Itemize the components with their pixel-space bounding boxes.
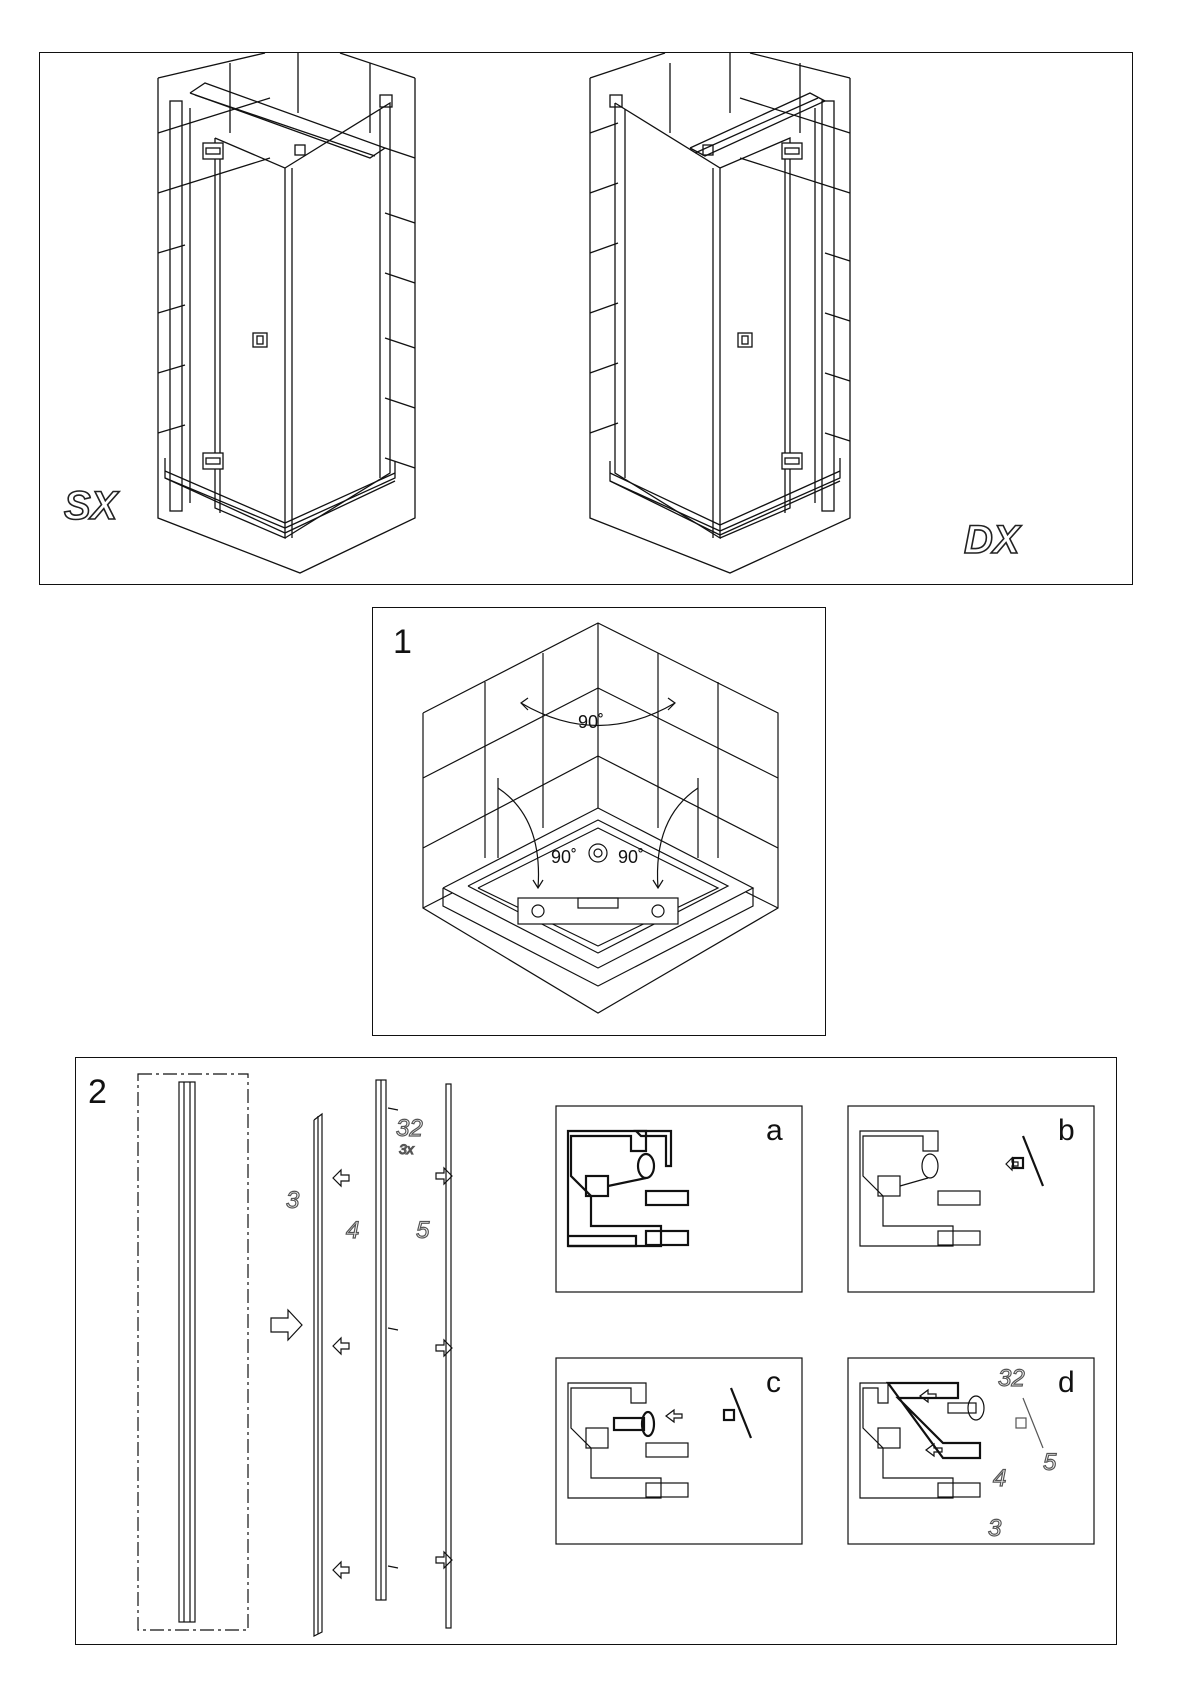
step1-panel: 1 <box>372 607 826 1036</box>
angle-label-left: 90˚ <box>551 847 577 867</box>
detail-d: d 32 4 5 3 <box>848 1358 1094 1544</box>
detail-c: c <box>556 1358 802 1544</box>
overview-panel: SX DX <box>39 52 1133 585</box>
step2-panel: 2 <box>75 1057 1117 1645</box>
part-label-4: 4 <box>346 1217 359 1244</box>
part-label-3: 3 <box>286 1187 300 1214</box>
detail-d-letter: d <box>1058 1366 1075 1399</box>
detail-a-letter: a <box>766 1114 783 1147</box>
step2-drawing: 2 <box>76 1058 1118 1646</box>
detail-d-screw-label: 32 <box>998 1365 1025 1392</box>
part-label-5: 5 <box>416 1217 430 1244</box>
screw-ref-label: 32 <box>396 1115 423 1142</box>
part-5-profile <box>446 1084 451 1628</box>
angle-label-right: 90˚ <box>618 847 644 867</box>
detail-d-part3-label: 3 <box>988 1515 1002 1542</box>
corner-walls-illustration <box>423 623 778 1013</box>
step2-number: 2 <box>88 1073 107 1111</box>
screw-qty-label: 3x <box>399 1141 415 1157</box>
detail-b: b <box>848 1106 1094 1292</box>
variant-label-dx: DX <box>964 518 1022 562</box>
variant-label-sx: SX <box>64 484 120 528</box>
detail-d-part5-label: 5 <box>1043 1449 1057 1476</box>
step1-drawing: 1 <box>373 608 827 1037</box>
detail-c-letter: c <box>766 1366 781 1399</box>
detail-a: a <box>556 1106 802 1292</box>
sx-enclosure-illustration <box>158 53 415 573</box>
dx-enclosure-illustration <box>590 53 850 573</box>
part-3-profile <box>314 1114 322 1636</box>
profile-assembly-illustration <box>138 1074 452 1636</box>
overview-drawing: SX DX <box>40 53 1134 586</box>
angle-label-top: 90˚ <box>578 712 604 732</box>
step1-number: 1 <box>393 623 412 661</box>
detail-d-part4-label: 4 <box>993 1465 1006 1492</box>
detail-b-letter: b <box>1058 1114 1075 1147</box>
part-4-profile <box>376 1080 386 1600</box>
